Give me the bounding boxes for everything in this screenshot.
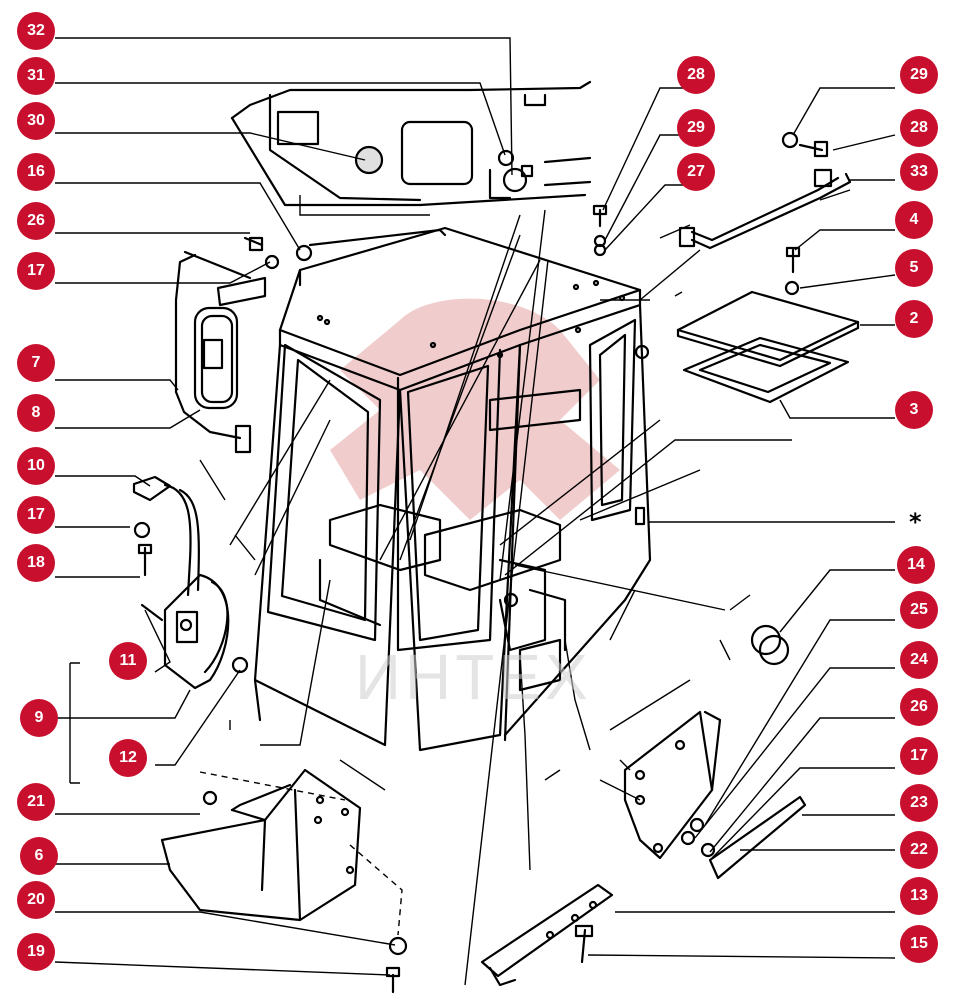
callout-15: 15 [900, 925, 938, 963]
floor-strap [480, 883, 614, 987]
cab-body [253, 226, 652, 752]
callout-25: 25 [900, 591, 938, 629]
asterisk-marker: * [909, 508, 922, 536]
callout-10: 10 [17, 447, 55, 485]
callout-8: 8 [17, 394, 55, 432]
callout-7: 7 [17, 344, 55, 382]
callout-24: 24 [900, 641, 938, 679]
callout-13: 13 [900, 877, 938, 915]
callout-22: 22 [900, 831, 938, 869]
callout-2: 2 [895, 300, 933, 338]
callout-29b: 29 [900, 56, 938, 94]
callout-26b: 26 [900, 688, 938, 726]
callout-18: 18 [17, 544, 55, 582]
callout-29: 29 [677, 109, 715, 147]
callout-20: 20 [17, 881, 55, 919]
callout-27: 27 [677, 153, 715, 191]
callout-17: 17 [17, 252, 55, 290]
callout-32: 32 [17, 12, 55, 50]
callout-16: 16 [17, 153, 55, 191]
callout-33: 33 [900, 153, 938, 191]
callout-17b: 17 [17, 496, 55, 534]
callout-14: 14 [897, 546, 935, 584]
dashed-axis-lines [199, 771, 403, 936]
callout-21: 21 [17, 783, 55, 821]
callout-9: 9 [20, 699, 58, 737]
inset-roof-detail [230, 80, 592, 207]
watermark-logo [330, 298, 620, 520]
callout-31: 31 [17, 57, 55, 95]
callout-23: 23 [900, 784, 938, 822]
lower-mirror [132, 475, 230, 690]
upper-mirror [174, 250, 267, 454]
callout-17c: 17 [900, 737, 938, 775]
callout-28: 28 [677, 56, 715, 94]
callout-5: 5 [895, 249, 933, 287]
callout-4: 4 [895, 201, 933, 239]
callout-19: 19 [17, 933, 55, 971]
callout-30: 30 [17, 102, 55, 140]
callout-12: 12 [109, 739, 147, 777]
leader-lines [54, 37, 896, 986]
hinge-bracket [623, 710, 807, 880]
fasteners [133, 131, 829, 994]
callout-26: 26 [17, 202, 55, 240]
callout-11: 11 [109, 642, 147, 680]
callout-28b: 28 [900, 109, 938, 147]
cover-plates [676, 290, 860, 404]
side-bracket [160, 768, 362, 922]
callout-3: 3 [895, 391, 933, 429]
callout-6: 6 [20, 837, 58, 875]
